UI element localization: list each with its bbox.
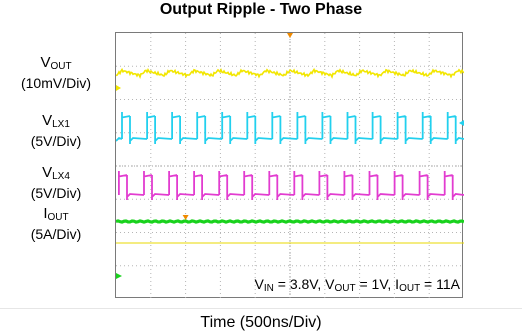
channel-label-vlx1: VLX1 (5V/Div) xyxy=(0,113,112,150)
trigger-point-marker xyxy=(182,215,189,220)
trigger-position-marker xyxy=(287,33,293,38)
trace-iout xyxy=(116,219,464,224)
test-conditions: VIN = 3.8V, VOUT = 1V, IOUT = 11A xyxy=(254,276,460,294)
channel-scale-iout: (5A/Div) xyxy=(30,226,82,242)
channel-label-vlx4: VLX4 (5V/Div) xyxy=(0,165,112,202)
channel-scale-vlx4: (5V/Div) xyxy=(30,185,82,201)
channel-label-vout: VOUT (10mV/Div) xyxy=(0,55,112,92)
bottom-divider xyxy=(0,308,522,309)
channel-marker-ground xyxy=(116,273,122,279)
channel-scale-vout: (10mV/Div) xyxy=(20,75,91,91)
trace-vout xyxy=(116,67,464,80)
channel-marker-vout xyxy=(116,85,121,91)
channel-label-iout: IOUT (5A/Div) xyxy=(0,206,112,243)
channel-marker-vlx1 xyxy=(459,120,464,126)
scope-plot xyxy=(116,33,464,299)
x-axis-label: Time (500ns/Div) xyxy=(200,314,322,331)
scope-screen xyxy=(115,32,464,299)
chart-title: Output Ripple - Two Phase xyxy=(159,1,363,18)
channel-scale-vlx1: (5V/Div) xyxy=(30,133,82,149)
trace-vlx4 xyxy=(118,171,464,200)
trace-vlx1 xyxy=(116,112,464,144)
